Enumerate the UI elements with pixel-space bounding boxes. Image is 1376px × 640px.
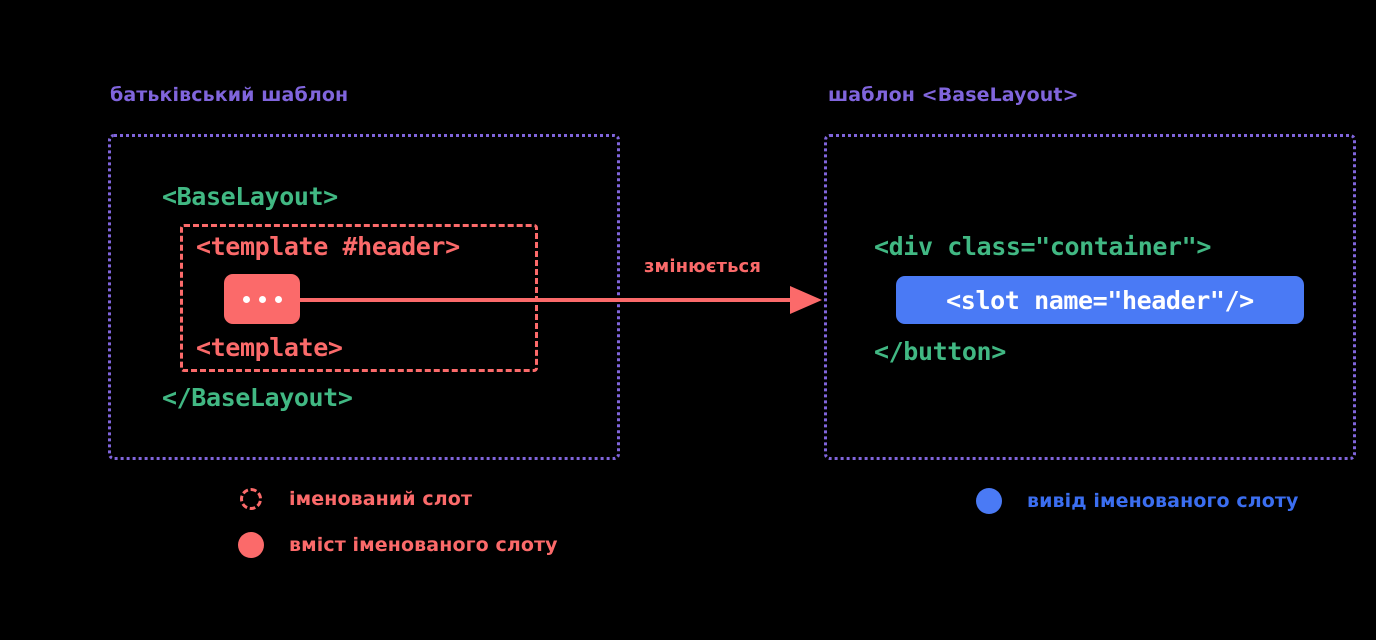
code-line-template-header-open: <template #header> bbox=[196, 232, 460, 261]
legend-item-label: вивід іменованого слоту bbox=[1027, 490, 1299, 512]
code-line-slot-outlet: <slot name="header"/> bbox=[946, 285, 1254, 315]
filled-circle-icon bbox=[238, 532, 264, 558]
legend-item-label: іменований слот bbox=[289, 488, 473, 510]
ellipsis-dot-icon bbox=[242, 295, 250, 303]
code-line-template-close: <template> bbox=[196, 333, 343, 362]
legend-item-label: вміст іменованого слоту bbox=[289, 534, 558, 556]
code-line-baselayout-open: <BaseLayout> bbox=[162, 182, 338, 211]
left-panel-title: батьківський шаблон bbox=[110, 84, 349, 106]
dashed-circle-icon bbox=[240, 488, 262, 510]
right-panel-box bbox=[824, 134, 1356, 460]
code-line-baselayout-close: </BaseLayout> bbox=[162, 383, 353, 412]
slot-content-pill bbox=[224, 274, 300, 324]
legend-item-slot-content: вміст іменованого слоту bbox=[238, 532, 558, 558]
right-panel-title: шаблон <BaseLayout> bbox=[828, 84, 1079, 106]
slot-outlet-pill: <slot name="header"/> bbox=[896, 276, 1304, 324]
ellipsis-dot-icon bbox=[258, 295, 266, 303]
legend-item-named-slot: іменований слот bbox=[240, 488, 472, 510]
arrow-label: змінюється bbox=[644, 256, 761, 277]
code-line-button-close: </button> bbox=[874, 337, 1006, 366]
arrow-right-icon bbox=[296, 286, 822, 314]
code-line-div-container-open: <div class="container"> bbox=[874, 232, 1211, 261]
left-panel-box bbox=[108, 134, 620, 460]
filled-circle-icon bbox=[976, 488, 1002, 514]
ellipsis-dot-icon bbox=[274, 295, 282, 303]
legend-item-slot-outlet: вивід іменованого слоту bbox=[976, 488, 1299, 514]
